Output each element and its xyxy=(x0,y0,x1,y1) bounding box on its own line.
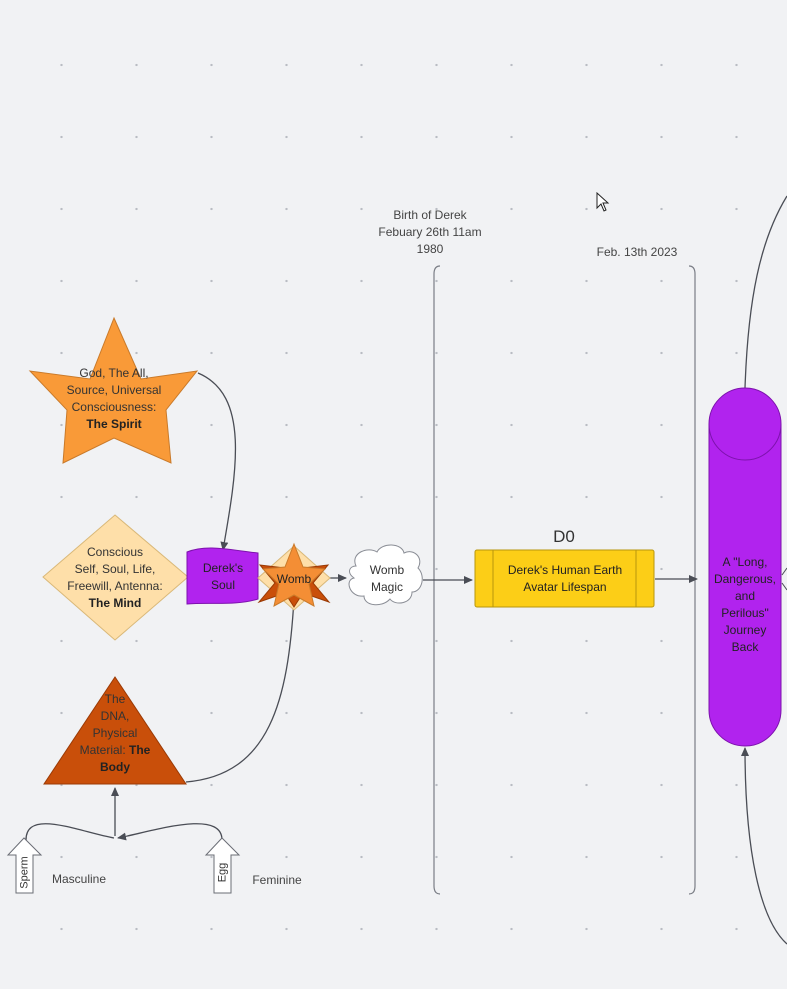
journey-cylinder-rim xyxy=(708,423,782,461)
birth-annotation-line2: Febuary 26th 11am xyxy=(378,225,482,239)
spirit-star-shape[interactable] xyxy=(28,316,199,464)
womb-magic-label[interactable]: Womb Magic xyxy=(356,562,418,596)
womb-magic-label-line2: Magic xyxy=(370,580,403,594)
birth-annotation: Birth of Derek Febuary 26th 11am 1980 xyxy=(370,207,490,258)
journey-label-line4: Perilous" xyxy=(721,606,769,620)
mind-label-line2: Self, Soul, Life, xyxy=(74,562,156,576)
mind-label-line1: Conscious xyxy=(86,545,144,559)
spirit-label-line3: Consciousness: xyxy=(71,400,157,414)
spirit-label-line1: God, The All, xyxy=(79,366,149,380)
soul-label-line2: Soul xyxy=(210,578,236,592)
lifespan-title: D0 xyxy=(553,527,575,546)
journey-bottom-connector xyxy=(741,747,787,945)
spirit-label-line2: Source, Universal xyxy=(66,383,162,397)
mouse-cursor-icon xyxy=(596,192,610,212)
sperm-label[interactable]: Sperm xyxy=(18,856,31,889)
birth-annotation-line1: Birth of Derek xyxy=(393,208,467,222)
lifespan-label-line2: Avatar Lifespan xyxy=(523,580,607,594)
birth-annotation-line3: 1980 xyxy=(416,242,444,256)
lifespan-bracket-right xyxy=(688,265,696,895)
journey-right-tick xyxy=(781,567,787,591)
journey-label-line2: Dangerous, xyxy=(713,572,777,586)
mind-diamond-shape[interactable] xyxy=(42,514,189,641)
soul-banner-shape[interactable] xyxy=(186,547,259,605)
journey-cylinder-shape[interactable] xyxy=(708,387,782,747)
body-label[interactable]: The DNA, Physical Material: The Body xyxy=(65,691,165,776)
sperm-to-body-connector xyxy=(25,823,115,841)
journey-label-line3: and xyxy=(734,589,756,603)
body-label-line4: Material: xyxy=(79,743,129,757)
body-triangle-shape[interactable] xyxy=(43,676,187,785)
soul-label-line1: Derek's xyxy=(202,561,244,575)
body-label-bold1: The xyxy=(129,743,151,757)
womb-magic-label-line1: Womb xyxy=(369,563,405,577)
egg-arrow-shape[interactable] xyxy=(204,837,241,894)
lifespan-label-line1: Derek's Human Earth xyxy=(507,563,623,577)
lifespan-box-shape[interactable] xyxy=(474,549,655,608)
sperm-arrow-shape[interactable] xyxy=(6,837,43,894)
womb-magic-cloud-shape[interactable] xyxy=(348,544,423,606)
body-label-line1: The xyxy=(104,692,126,706)
soul-label[interactable]: Derek's Soul xyxy=(190,560,256,594)
body-to-womb-connector xyxy=(185,598,298,783)
lifespan-label[interactable]: Derek's Human Earth Avatar Lifespan xyxy=(494,562,636,596)
body-label-line2: DNA, xyxy=(100,709,130,723)
womb-label[interactable]: Womb xyxy=(276,572,312,586)
journey-label[interactable]: A "Long, Dangerous, and Perilous" Journe… xyxy=(709,554,781,656)
egg-label[interactable]: Egg xyxy=(216,862,229,883)
egg-to-body-connector xyxy=(117,823,223,841)
mind-label-line3: Freewill, Antenna: xyxy=(67,579,163,593)
end-date-annotation: Feb. 13th 2023 xyxy=(596,245,678,259)
mind-label[interactable]: Conscious Self, Soul, Life, Freewill, An… xyxy=(55,544,175,612)
body-label-line3: Physical xyxy=(92,726,138,740)
masculine-caption: Masculine xyxy=(51,872,107,886)
spirit-to-soul-connector xyxy=(197,372,237,551)
spirit-label-bold: The Spirit xyxy=(86,417,142,431)
feminine-caption: Feminine xyxy=(252,873,302,887)
spirit-label[interactable]: God, The All, Source, Universal Consciou… xyxy=(54,365,174,433)
womb-star-shape[interactable] xyxy=(261,542,327,607)
journey-label-line1: A "Long, xyxy=(722,555,768,569)
journey-label-line6: Back xyxy=(731,640,759,654)
mind-label-bold: The Mind xyxy=(88,596,142,610)
journey-label-line5: Journey xyxy=(723,623,767,637)
body-label-bold2: Body xyxy=(100,760,130,774)
journey-top-connector xyxy=(744,195,787,389)
